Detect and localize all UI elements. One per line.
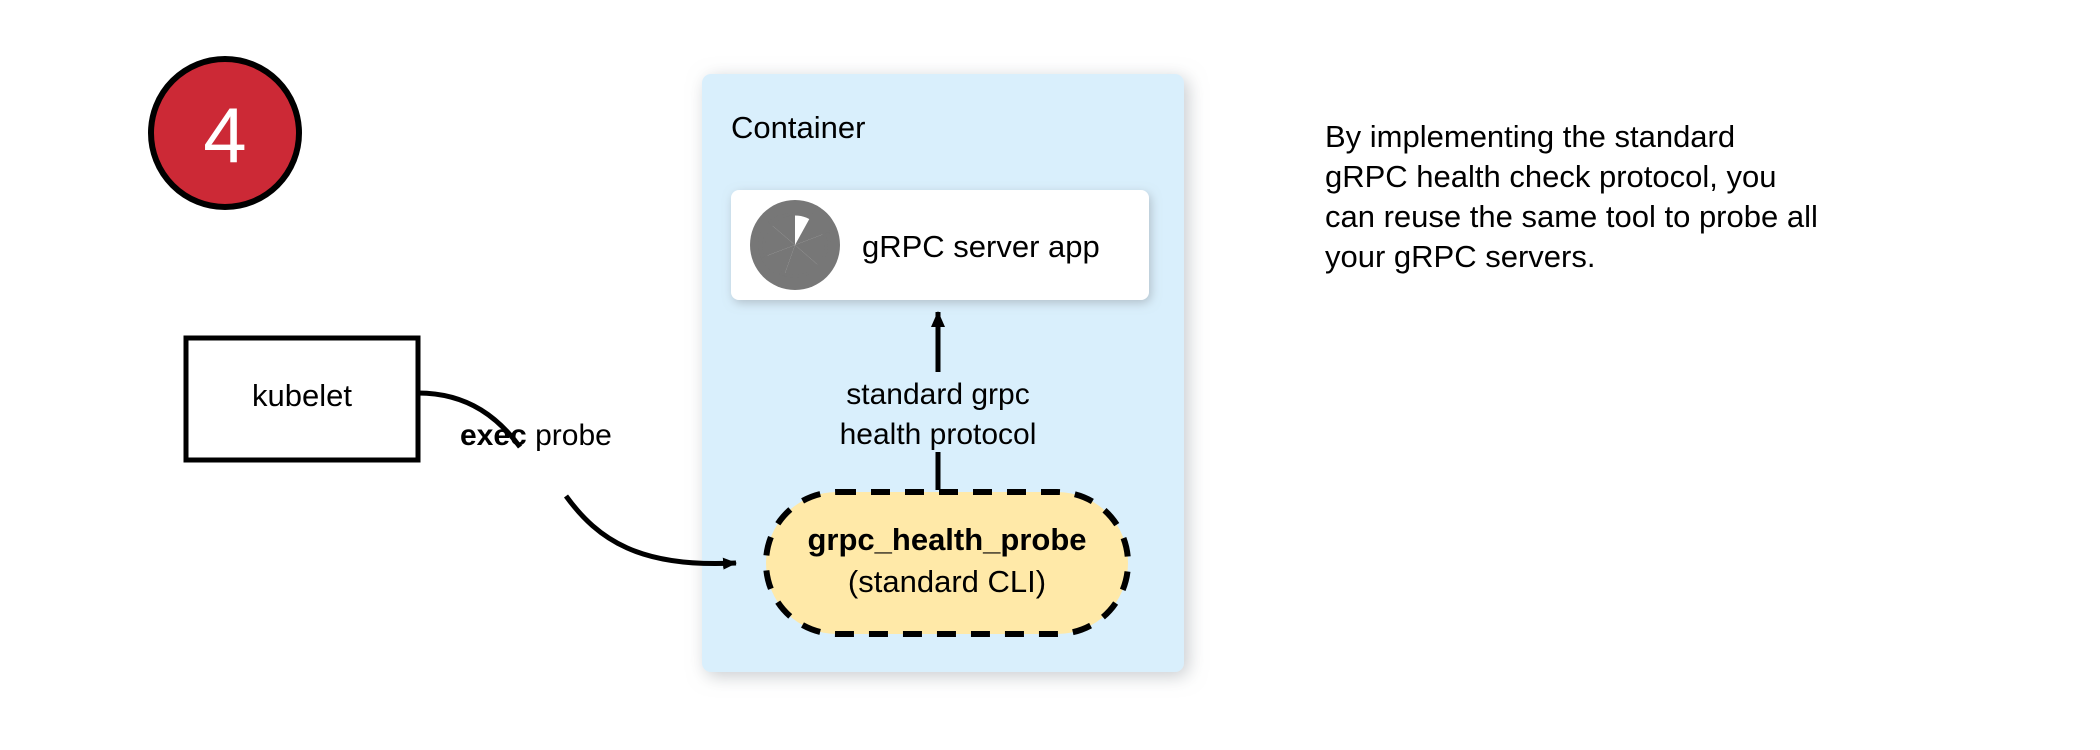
grpc-health-probe-node[interactable]	[763, 489, 1131, 637]
note-line-4: your gRPC servers.	[1325, 239, 1595, 274]
note-line-1: By implementing the standard	[1325, 119, 1735, 154]
exec-probe-edge-upper	[417, 390, 523, 449]
exec-probe-label-rest: probe	[527, 419, 612, 452]
health-protocol-label-line2: health protocol	[840, 418, 1037, 451]
step-badge-number: 4	[203, 91, 246, 179]
note-line-2: gRPC health check protocol, you	[1325, 159, 1776, 194]
grpc-health-probe-subtitle: (standard CLI)	[848, 564, 1046, 599]
step-badge-circle	[148, 56, 302, 210]
exec-probe-label: exec probe	[460, 419, 612, 452]
health-protocol-label-line1: standard grpc	[846, 378, 1029, 411]
grpc-health-probe-title: grpc_health_probe	[807, 522, 1086, 557]
exec-probe-edge-lower	[563, 494, 737, 570]
kubelet-node[interactable]	[183, 335, 421, 463]
grpc-server-card[interactable]	[731, 190, 1149, 300]
note-line-3: can reuse the same tool to probe all	[1325, 199, 1818, 234]
exec-probe-label-bold: exec	[460, 419, 527, 452]
grpc-server-label: gRPC server app	[862, 229, 1100, 264]
kubelet-label: kubelet	[252, 378, 352, 413]
container-label: Container	[731, 110, 865, 145]
